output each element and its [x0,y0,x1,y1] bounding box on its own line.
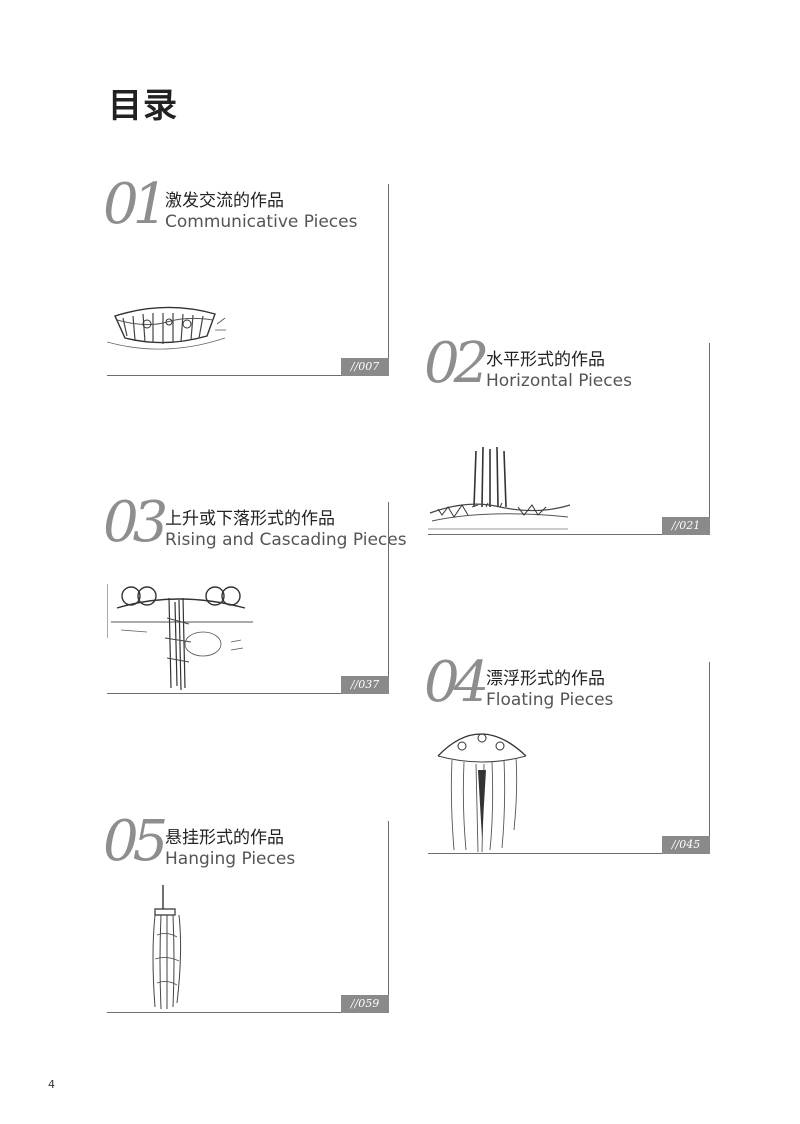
toc-section-02[interactable]: 02 水平形式的作品 Horizontal Pieces //021 [424,331,710,535]
frame-bottom-line [107,693,389,694]
section-title-en: Hanging Pieces [165,849,296,869]
section-title-en: Floating Pieces [486,690,614,710]
section-number: 02 [424,331,489,396]
section-title-zh: 漂浮形式的作品 [486,669,605,689]
jellyfish-sketch [437,733,527,853]
section-number: 04 [424,650,489,715]
section-title-zh: 悬挂形式的作品 [165,828,284,848]
section-title-zh: 上升或下落形式的作品 [165,509,335,529]
toc-section-01[interactable]: 01 激发交流的作品 Communicative Pieces //007 [103,172,389,376]
section-title-en: Rising and Cascading Pieces [165,530,407,550]
toc-section-03[interactable]: 03 上升或下落形式的作品 Rising and Cascading Piece… [103,490,407,694]
frame-right-line [388,502,389,694]
section-number: 01 [103,172,168,237]
column-sketch [107,584,253,691]
section-title-en: Horizontal Pieces [486,371,632,391]
frame-bottom-line [428,534,710,535]
frame-bottom-line [107,1012,389,1013]
spires-sketch [428,446,571,530]
frame-bottom-line [428,853,710,854]
frame-right-line [709,343,710,535]
frame-right-line [388,184,389,376]
page-number: 4 [48,1078,55,1091]
page-reference: //007 [341,358,389,376]
page-title: 目录 [108,86,178,126]
toc-section-05[interactable]: 05 悬挂形式的作品 Hanging Pieces //059 [103,809,389,1013]
frame-bottom-line [107,375,389,376]
bowl-sketch [107,306,226,350]
page-reference: //059 [341,995,389,1013]
section-title-en: Communicative Pieces [165,212,358,232]
page-reference: //021 [662,517,710,535]
section-number: 05 [103,809,168,874]
page-reference: //037 [341,676,389,694]
toc-section-04[interactable]: 04 漂浮形式的作品 Floating Pieces //045 [424,650,710,854]
section-title-zh: 水平形式的作品 [486,350,605,370]
page-reference: //045 [662,836,710,854]
frame-right-line [709,662,710,854]
section-number: 03 [103,490,168,555]
frame-right-line [388,821,389,1013]
chandelier-sketch [152,885,182,1010]
section-title-zh: 激发交流的作品 [165,191,284,211]
